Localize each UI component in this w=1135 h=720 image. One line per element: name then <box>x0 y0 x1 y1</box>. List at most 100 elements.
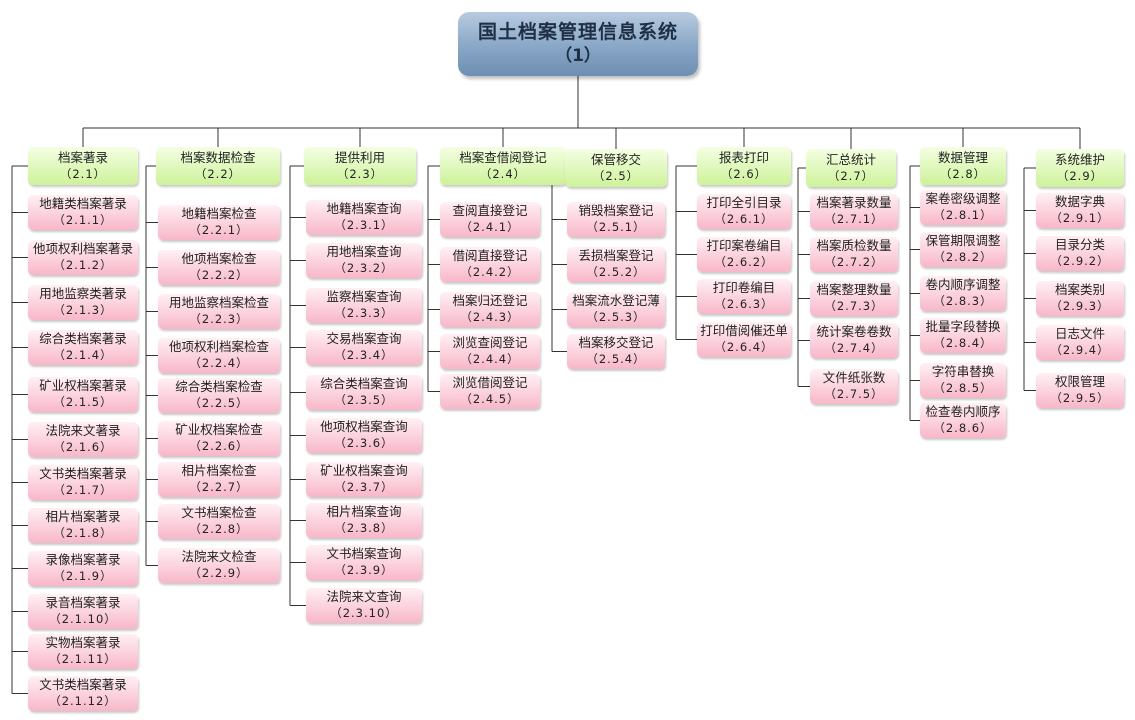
leaf-node[interactable]: 浏览查阅登记（2.4.4） <box>440 334 540 369</box>
node-title: 打印全引目录 <box>706 195 782 211</box>
node-code: （2.1.10） <box>49 612 117 627</box>
leaf-node[interactable]: 矿业权档案著录（2.1.5） <box>28 377 138 412</box>
leaf-node[interactable]: 他项权利档案检查（2.2.4） <box>158 338 280 373</box>
leaf-node[interactable]: 文书类档案著录（2.1.7） <box>28 465 138 500</box>
leaf-node[interactable]: 地籍类档案著录（2.1.1） <box>28 195 138 230</box>
node-title: 保管期限调整 <box>925 233 1001 249</box>
leaf-node[interactable]: 录音档案著录（2.1.10） <box>28 594 138 629</box>
node-code: （2.9.1） <box>1050 211 1110 226</box>
node-title: 文书类档案著录 <box>39 466 127 482</box>
node-code: （2.1.1） <box>53 213 113 228</box>
category-node-4[interactable]: 档案查借阅登记（2.4） <box>440 147 566 185</box>
leaf-node[interactable]: 打印卷编目（2.6.3） <box>697 279 791 314</box>
node-title: 他项档案检查 <box>181 251 257 267</box>
node-code: （2.6.1） <box>714 212 774 227</box>
leaf-node[interactable]: 用地监察类著录（2.1.3） <box>28 285 138 320</box>
leaf-node[interactable]: 数据字典（2.9.1） <box>1036 193 1124 228</box>
leaf-node[interactable]: 检查卷内顺序（2.8.6） <box>920 403 1006 438</box>
leaf-node[interactable]: 相片档案著录（2.1.8） <box>28 508 138 543</box>
category-node-7[interactable]: 汇总统计（2.7） <box>806 149 896 187</box>
leaf-node[interactable]: 文书档案检查（2.2.8） <box>158 504 280 539</box>
category-node-9[interactable]: 系统维护（2.9） <box>1036 149 1124 187</box>
category-node-1[interactable]: 档案著录（2.1） <box>28 147 138 185</box>
leaf-node[interactable]: 综合类档案查询（2.3.5） <box>306 375 422 410</box>
leaf-node[interactable]: 法院来文查询（2.3.10） <box>306 588 422 623</box>
leaf-node[interactable]: 打印案卷编目（2.6.2） <box>697 237 791 272</box>
leaf-node[interactable]: 综合类档案检查（2.2.5） <box>158 378 280 413</box>
leaf-node[interactable]: 销毁档案登记（2.5.1） <box>567 202 665 237</box>
node-code: （2.2.3） <box>189 312 249 327</box>
leaf-node[interactable]: 统计案卷卷数（2.7.4） <box>810 323 898 358</box>
node-title: 借阅直接登记 <box>452 248 528 264</box>
node-code: （2.9.2） <box>1050 254 1110 269</box>
leaf-node[interactable]: 档案移交登记（2.5.4） <box>567 334 665 369</box>
leaf-node[interactable]: 档案类别（2.9.3） <box>1036 281 1124 316</box>
leaf-node[interactable]: 档案整理数量（2.7.3） <box>810 281 898 316</box>
category-node-5[interactable]: 保管移交（2.5） <box>565 149 667 187</box>
leaf-node[interactable]: 档案归还登记（2.4.3） <box>440 292 540 327</box>
node-code: （2.4.2） <box>460 265 520 280</box>
leaf-node[interactable]: 他项权档案查询（2.3.6） <box>306 418 422 453</box>
node-title: 矿业权档案查询 <box>320 463 408 479</box>
leaf-node[interactable]: 查阅直接登记（2.4.1） <box>440 202 540 237</box>
leaf-node[interactable]: 批量字段替换（2.8.4） <box>920 318 1006 353</box>
category-node-8[interactable]: 数据管理（2.8） <box>920 147 1006 185</box>
leaf-node[interactable]: 他项档案检查（2.2.2） <box>158 250 280 285</box>
node-title: 档案归还登记 <box>452 293 528 309</box>
leaf-node[interactable]: 相片档案查询（2.3.8） <box>306 503 422 538</box>
node-code: （2.2.2） <box>189 268 249 283</box>
leaf-node[interactable]: 打印全引目录（2.6.1） <box>697 194 791 229</box>
leaf-node[interactable]: 文书类档案著录（2.1.12） <box>28 676 138 711</box>
leaf-node[interactable]: 地籍档案查询（2.3.1） <box>306 200 422 235</box>
leaf-node[interactable]: 用地档案查询（2.3.2） <box>306 243 422 278</box>
leaf-node[interactable]: 卷内顺序调整（2.8.3） <box>920 276 1006 311</box>
leaf-node[interactable]: 相片档案检查（2.2.7） <box>158 462 280 497</box>
node-code: （2.2.6） <box>189 439 249 454</box>
leaf-node[interactable]: 保管期限调整（2.8.2） <box>920 232 1006 267</box>
node-code: （2.2.4） <box>189 356 249 371</box>
node-title: 文书类档案著录 <box>39 677 127 693</box>
leaf-node[interactable]: 丢损档案登记（2.5.2） <box>567 247 665 282</box>
node-title: 浏览查阅登记 <box>452 335 528 351</box>
leaf-node[interactable]: 用地监察档案检查（2.2.3） <box>158 294 280 329</box>
leaf-node[interactable]: 法院来文检查（2.2.9） <box>158 548 280 583</box>
leaf-node[interactable]: 档案著录数量（2.7.1） <box>810 194 898 229</box>
leaf-node[interactable]: 实物档案著录（2.1.11） <box>28 634 138 669</box>
node-code: （2.4.3） <box>460 310 520 325</box>
leaf-node[interactable]: 浏览借阅登记（2.4.5） <box>440 374 540 409</box>
leaf-node[interactable]: 日志文件（2.9.4） <box>1036 325 1124 360</box>
leaf-node[interactable]: 字符串替换（2.8.5） <box>920 363 1006 398</box>
node-title: 交易档案查询 <box>326 331 402 347</box>
root-node[interactable]: 国土档案管理信息系统 （1） <box>458 12 698 76</box>
node-title: 档案类别 <box>1054 282 1105 298</box>
leaf-node[interactable]: 档案流水登记薄（2.5.3） <box>567 292 665 327</box>
leaf-node[interactable]: 交易档案查询（2.3.4） <box>306 330 422 365</box>
node-code: （2.5.1） <box>586 220 646 235</box>
category-node-6[interactable]: 报表打印（2.6） <box>697 147 791 185</box>
node-code: （2.2.5） <box>189 396 249 411</box>
category-node-3[interactable]: 提供利用（2.3） <box>304 147 416 185</box>
leaf-node[interactable]: 文书档案查询（2.3.9） <box>306 545 422 580</box>
leaf-node[interactable]: 录像档案著录（2.1.9） <box>28 551 138 586</box>
node-title: 录音档案著录 <box>45 595 121 611</box>
leaf-node[interactable]: 综合类档案著录（2.1.4） <box>28 330 138 365</box>
leaf-node[interactable]: 他项权利档案著录（2.1.2） <box>28 240 138 275</box>
leaf-node[interactable]: 地籍档案检查（2.2.1） <box>158 205 280 240</box>
leaf-node[interactable]: 借阅直接登记（2.4.2） <box>440 247 540 282</box>
root-title: 国土档案管理信息系统 <box>477 20 678 43</box>
leaf-node[interactable]: 打印借阅催还单（2.6.4） <box>697 322 791 357</box>
category-node-2[interactable]: 档案数据检查（2.2） <box>156 147 280 185</box>
leaf-node[interactable]: 档案质检数量（2.7.2） <box>810 237 898 272</box>
leaf-node[interactable]: 文件纸张数（2.7.5） <box>810 369 898 404</box>
leaf-node[interactable]: 矿业权档案查询（2.3.7） <box>306 462 422 497</box>
leaf-node[interactable]: 法院来文著录（2.1.6） <box>28 422 138 457</box>
leaf-node[interactable]: 权限管理（2.9.5） <box>1036 373 1124 408</box>
leaf-node[interactable]: 矿业权档案检查（2.2.6） <box>158 421 280 456</box>
node-title: 查阅直接登记 <box>452 203 528 219</box>
node-code: （2.6.4） <box>714 340 774 355</box>
leaf-node[interactable]: 监察档案查询（2.3.3） <box>306 288 422 323</box>
node-code: （2.8.4） <box>933 336 993 351</box>
leaf-node[interactable]: 目录分类（2.9.2） <box>1036 236 1124 271</box>
leaf-node[interactable]: 案卷密级调整（2.8.1） <box>920 190 1006 225</box>
